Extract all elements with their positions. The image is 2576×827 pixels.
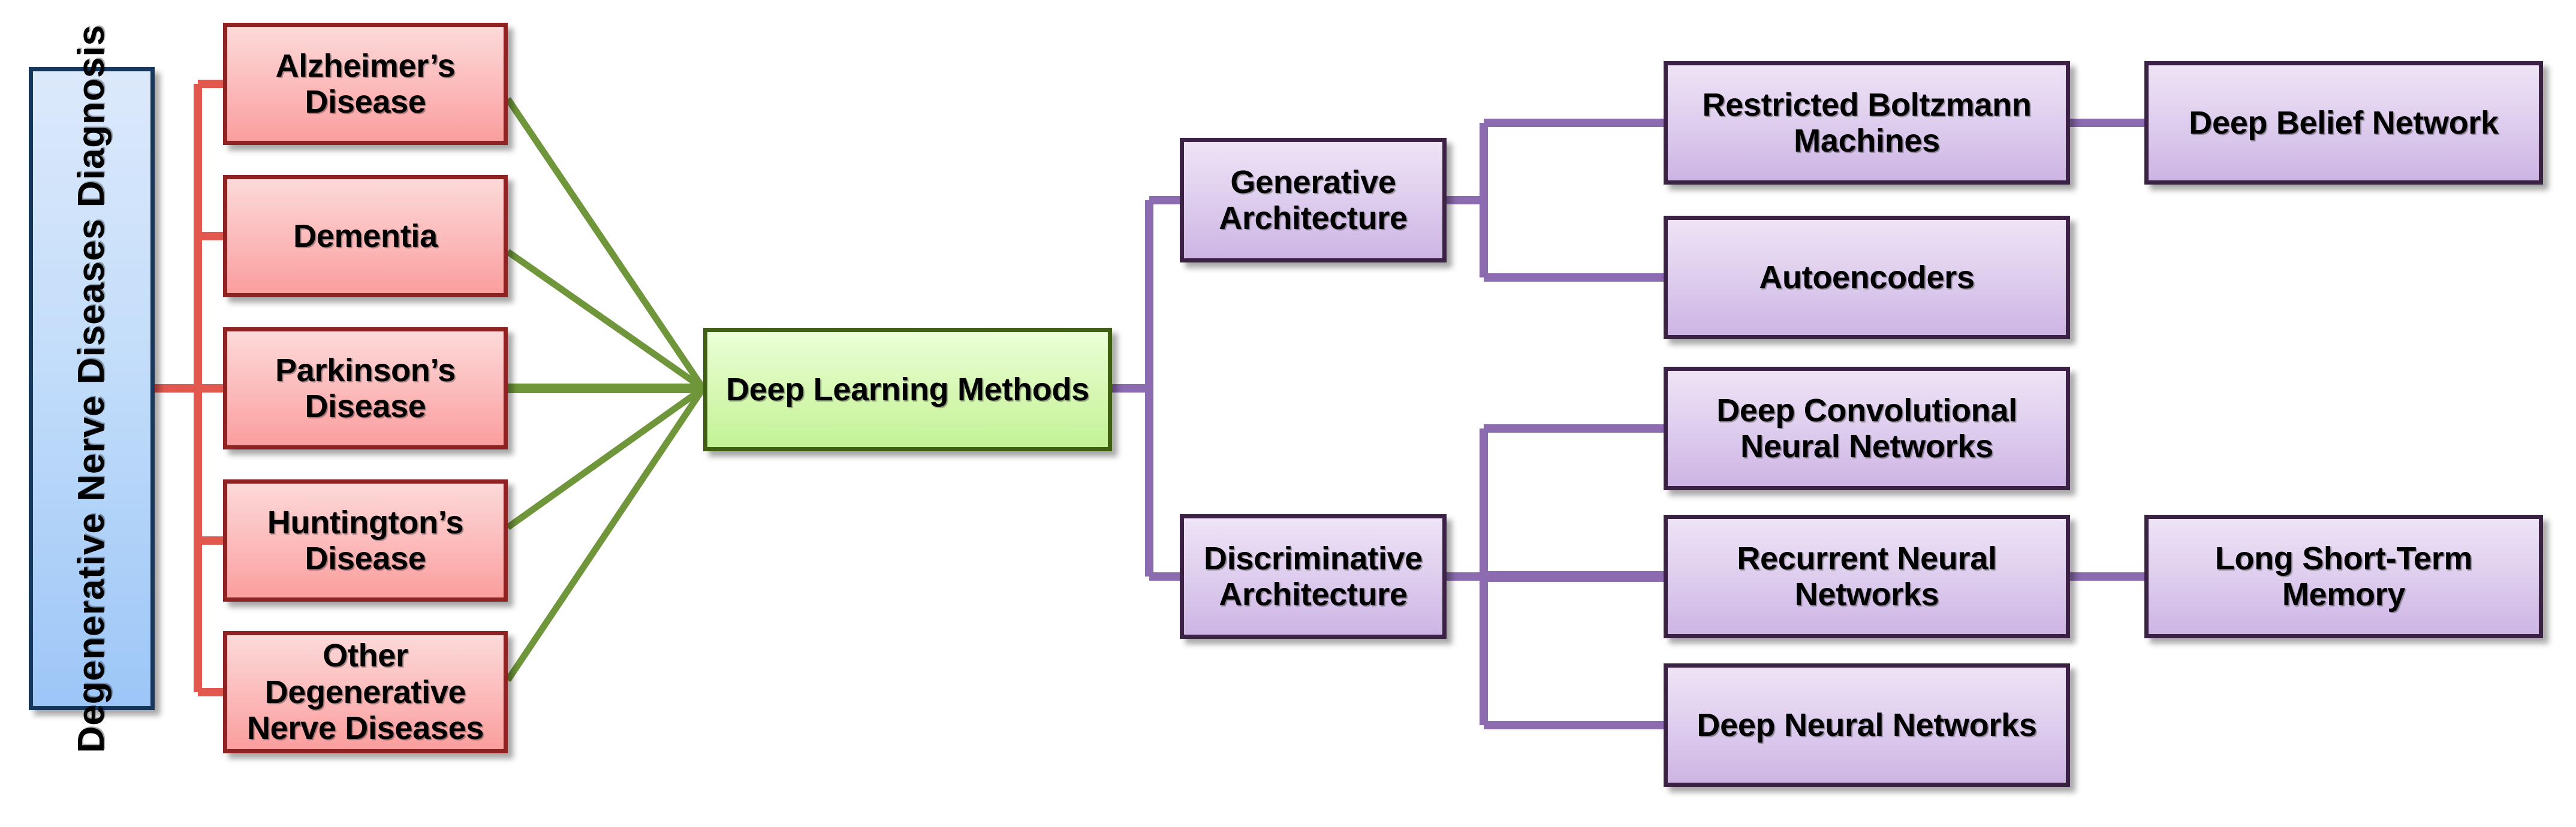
wire-green-other (505, 386, 706, 683)
node-restricted-boltzmann-machines[interactable]: Restricted Boltzmann Machines (1664, 61, 2070, 185)
node-disease-huntingtons-label: Huntington’s Disease (267, 504, 464, 577)
node-deep-neural-networks[interactable]: Deep Neural Networks (1664, 663, 2070, 787)
node-autoencoders-label: Autoencoders (1759, 259, 1975, 295)
node-discriminative-architecture[interactable]: Discriminative Architecture (1180, 514, 1447, 639)
node-discriminative-architecture-label: Discriminative Architecture (1204, 540, 1423, 612)
node-generative-architecture[interactable]: Generative Architecture (1180, 138, 1447, 262)
node-deep-learning-methods[interactable]: Deep Learning Methods (703, 328, 1112, 451)
node-long-short-term-memory[interactable]: Long Short-Term Memory (2144, 515, 2543, 638)
node-disease-other-degenerative[interactable]: Other Degenerative Nerve Diseases (223, 631, 508, 753)
node-disease-dementia[interactable]: Dementia (223, 175, 508, 297)
wire-green-dementia (505, 249, 706, 391)
node-root-label: Degenerative Nerve Diseases Diagnosis (71, 24, 113, 753)
node-deep-belief-network[interactable]: Deep Belief Network (2144, 61, 2543, 185)
node-autoencoders[interactable]: Autoencoders (1664, 216, 2070, 339)
node-disease-parkinsons[interactable]: Parkinson’s Disease (223, 327, 508, 449)
node-disease-dementia-label: Dementia (293, 218, 438, 254)
node-restricted-boltzmann-machines-label: Restricted Boltzmann Machines (1702, 86, 2032, 159)
node-recurrent-neural-networks-label: Recurrent Neural Networks (1737, 540, 1997, 612)
red-connectors (155, 80, 223, 696)
green-connectors (505, 96, 706, 683)
node-generative-architecture-label: Generative Architecture (1219, 164, 1408, 236)
purple-connectors (1112, 119, 2144, 729)
node-disease-alzheimers[interactable]: Alzheimer’s Disease (223, 23, 508, 145)
node-recurrent-neural-networks[interactable]: Recurrent Neural Networks (1664, 515, 2070, 638)
node-deep-neural-networks-label: Deep Neural Networks (1697, 707, 2037, 743)
node-deep-learning-methods-label: Deep Learning Methods (726, 371, 1089, 408)
node-disease-huntingtons[interactable]: Huntington’s Disease (223, 479, 508, 602)
node-root-degenerative-nerve-diseases-diagnosis[interactable]: Degenerative Nerve Diseases Diagnosis (29, 25, 155, 753)
wire-green-huntingtons (505, 385, 706, 530)
node-deep-convolutional-neural-networks[interactable]: Deep Convolutional Neural Networks (1664, 367, 2070, 490)
node-disease-other-degenerative-label: Other Degenerative Nerve Diseases (246, 638, 484, 747)
node-long-short-term-memory-label: Long Short-Term Memory (2215, 540, 2473, 612)
node-disease-parkinsons-label: Parkinson’s Disease (275, 352, 456, 424)
node-deep-belief-network-label: Deep Belief Network (2189, 104, 2499, 141)
node-disease-alzheimers-label: Alzheimer’s Disease (275, 47, 456, 120)
wire-green-alzheimers (505, 96, 706, 391)
node-deep-convolutional-neural-networks-label: Deep Convolutional Neural Networks (1716, 392, 2017, 464)
